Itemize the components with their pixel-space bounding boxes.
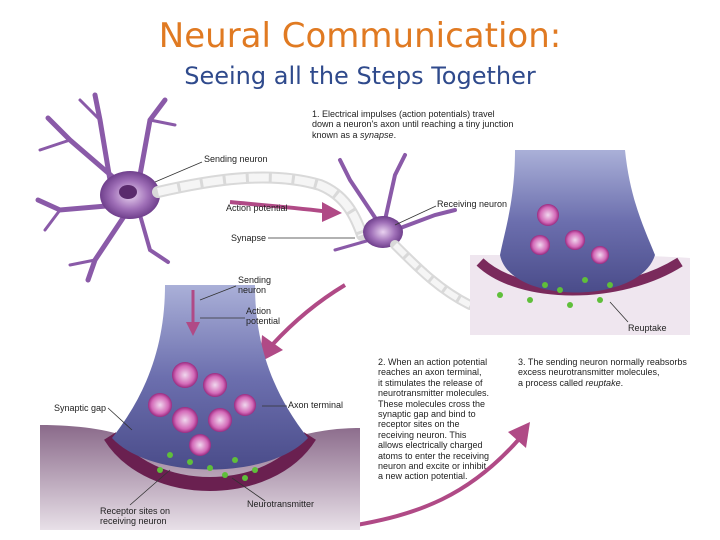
step-2-line: atoms to enter the receiving: [378, 450, 490, 461]
step-2-line: neuron and excite or inhibit: [378, 461, 487, 472]
action-potential-arrowhead-top: [322, 202, 342, 222]
label-neurotransmitter: Neurotransmitter: [247, 499, 315, 509]
label-action-potential-top: Action potential: [226, 203, 288, 213]
reuptake-arrowhead: [508, 422, 530, 448]
step-1-text: 1. Electrical impulses (action potential…: [312, 109, 513, 140]
label-sending-neuron-bottom-2: neuron: [238, 285, 267, 295]
label-receiving-neuron: Receiving neuron: [437, 199, 508, 209]
sending-neuron-top: [35, 92, 177, 283]
step-3-line-2: excess neurotransmitter molecules,: [518, 367, 660, 378]
label-sending-neuron-bottom-1: Sending: [238, 275, 272, 285]
label-axon-terminal: Axon terminal: [288, 400, 344, 410]
step-2-line: receiving neuron. This: [378, 429, 467, 440]
step-1-line-3: known as a synapse.: [312, 129, 397, 140]
label-synaptic-gap: Synaptic gap: [54, 403, 107, 413]
transition-arrow-left: [270, 283, 347, 347]
step-2-line: reaches an axon terminal,: [378, 367, 482, 378]
step-2-line: a new action potential.: [378, 471, 468, 482]
slide-subtitle: Seeing all the Steps Together: [184, 62, 536, 90]
label-reuptake: Reuptake: [628, 323, 667, 333]
label-receptor-sites-1: Receptor sites on: [100, 506, 171, 516]
action-potential-arrowhead-bottom: [186, 322, 200, 336]
axon: [152, 171, 368, 241]
step-2-line: neurotransmitter molecules.: [378, 388, 490, 399]
step-2-text: 2. When an action potential reaches an a…: [378, 357, 489, 482]
synapse-closeup-top: [470, 150, 690, 335]
slide-title: Neural Communication:: [158, 16, 562, 56]
transition-arrowhead-left: [260, 335, 283, 362]
step-1-line-2: down a neuron's axon until reaching a ti…: [312, 119, 514, 130]
step-2-line: it stimulates the release of: [378, 377, 483, 388]
step-2-line: receptor sites on the: [378, 419, 460, 430]
step-2-line: 2. When an action potential: [378, 357, 488, 367]
leader-lines: [107, 161, 629, 506]
step-2-line: allows electrically charged: [378, 440, 483, 451]
label-action-potential-bottom-1: Action: [246, 306, 272, 316]
step-2-line: synaptic gap and bind to: [378, 409, 476, 420]
step-3-line-1: 3. The sending neuron normally reabsorbs: [518, 357, 687, 367]
synapse-closeup-bottom: [40, 285, 360, 530]
label-action-potential-bottom-2: potential: [246, 316, 281, 326]
label-synapse: Synapse: [231, 233, 267, 243]
label-receptor-sites-2: receiving neuron: [100, 516, 167, 526]
step-3-line-3: a process called reuptake.: [518, 377, 624, 388]
action-potential-arrow-top: [229, 200, 331, 214]
term-reuptake: reuptake: [585, 377, 621, 388]
step-3-text: 3. The sending neuron normally reabsorbs…: [518, 357, 687, 388]
step-1-line-1: 1. Electrical impulses (action potential…: [312, 109, 495, 119]
label-sending-neuron-top: Sending neuron: [204, 154, 268, 164]
receiving-neuron: [333, 153, 475, 310]
term-synapse: synapse: [360, 129, 394, 140]
reuptake-arrow: [344, 436, 522, 529]
step-2-line: These molecules cross the: [378, 398, 486, 409]
